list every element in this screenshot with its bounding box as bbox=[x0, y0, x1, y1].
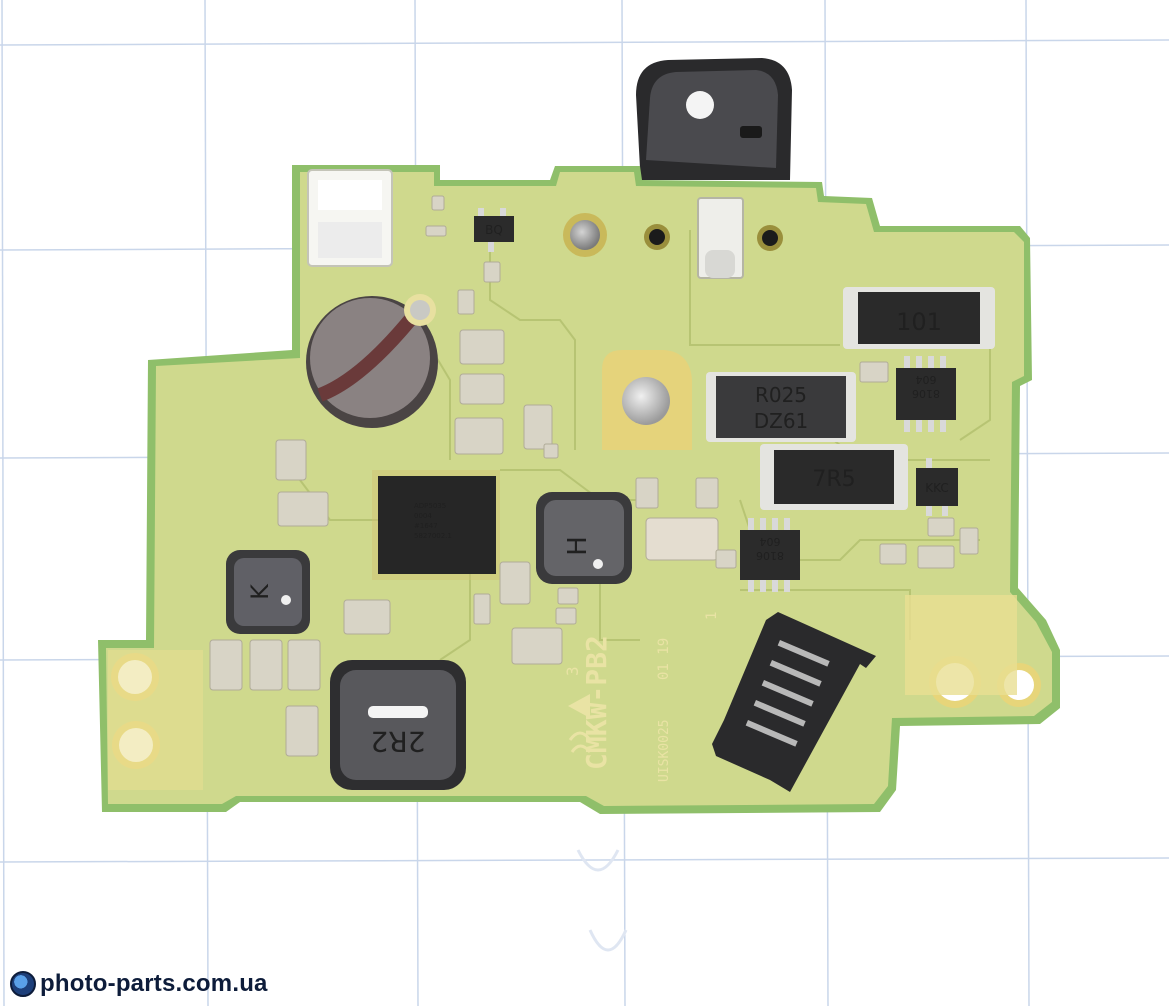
inductor-k-label: K bbox=[246, 583, 274, 600]
round-inductor-top-left bbox=[306, 294, 438, 428]
smd-components bbox=[209, 195, 979, 757]
transistor-bq-label: BQ bbox=[485, 223, 503, 237]
resistor-7r5: 7R5 bbox=[760, 444, 908, 510]
fpc-connector bbox=[712, 612, 876, 792]
white-connector bbox=[307, 169, 393, 267]
plastic-bracket bbox=[636, 58, 792, 180]
ul-mark-icon bbox=[568, 731, 592, 754]
center-contact-pad bbox=[602, 350, 692, 450]
white-pad-connector bbox=[697, 197, 744, 279]
ground-pad-left bbox=[108, 650, 203, 790]
ic-8pin-right: 8106 604 bbox=[896, 356, 956, 432]
ground-pad-right bbox=[905, 595, 1017, 695]
resistor-r025-label: R025 bbox=[755, 383, 807, 407]
main-ic-chip: ADP5035 0004 #1647 5827002.1 bbox=[372, 470, 500, 580]
pcb-board bbox=[98, 165, 1060, 814]
chip-text-line4: 5827002.1 bbox=[414, 532, 452, 540]
warning-triangle-icon bbox=[568, 694, 590, 718]
ic-604-a-label: 604 bbox=[916, 373, 937, 386]
date-code-label: 01 19 bbox=[656, 638, 672, 680]
pin-three-label: 3 bbox=[563, 666, 582, 676]
chip-text-line2: 0004 bbox=[414, 512, 432, 520]
inductor-2r2-label: 2R2 bbox=[370, 725, 425, 758]
lot-code-label: UISK0025 bbox=[657, 719, 672, 782]
watermark-text: photo-parts.com.ua bbox=[40, 970, 268, 997]
via-large bbox=[563, 213, 607, 257]
chip-text-line3: #1647 bbox=[414, 522, 438, 530]
ic-8106-b-label: 8106 bbox=[756, 549, 784, 562]
ic-604-b-label: 604 bbox=[760, 535, 781, 548]
inductor-h: H bbox=[536, 492, 632, 584]
watermark: photo-parts.com.ua bbox=[10, 970, 268, 998]
resistor-7r5-label: 7R5 bbox=[812, 467, 855, 492]
inductor-k: K bbox=[226, 550, 310, 634]
transistor-kkc-label: KKC bbox=[925, 481, 948, 495]
ic-8pin-center: 8106 604 bbox=[740, 518, 800, 592]
chip-text-line1: ADP5035 bbox=[414, 502, 446, 510]
ic-8106-a-label: 8106 bbox=[912, 387, 940, 400]
resistor-dz61-label: DZ61 bbox=[754, 409, 809, 433]
camera-lens-logo-icon bbox=[10, 971, 36, 997]
resistor-101-label: 101 bbox=[896, 308, 942, 336]
transistor-kkc: KKC bbox=[916, 458, 958, 516]
pin-one-label: 1 bbox=[704, 612, 720, 620]
resistor-101: 101 bbox=[843, 287, 995, 349]
inductor-h-label: H bbox=[563, 536, 593, 556]
resistor-r025: R025 DZ61 bbox=[706, 372, 856, 442]
via-small-1 bbox=[644, 224, 670, 250]
via-small-2 bbox=[757, 225, 783, 251]
transistor-bq: BQ bbox=[474, 208, 514, 252]
silkscreen: CMKW-PB2 01 19 UISK0025 1 3 bbox=[563, 612, 720, 782]
paper-pen-marks bbox=[576, 849, 628, 952]
inductor-2r2: 2R2 bbox=[330, 660, 466, 790]
